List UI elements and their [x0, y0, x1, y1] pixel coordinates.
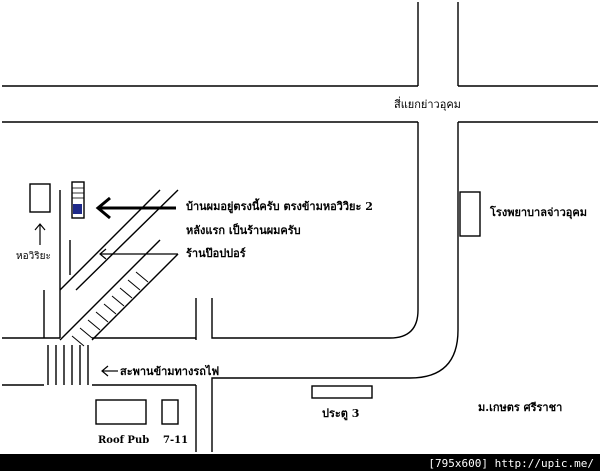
watermark: [795x600] http://upic.me/ — [426, 457, 596, 470]
diagonal-road-c — [59, 239, 161, 341]
hospital-label: โรงพยาบาลจ่าวอุคม — [490, 206, 587, 219]
home-note-line2: หลังแรก เป็นร้านผมครับ — [186, 224, 301, 237]
overpass-bridge — [47, 345, 89, 385]
hospital-building — [459, 191, 481, 237]
arrows — [34, 196, 178, 377]
seven-eleven-building — [161, 399, 179, 425]
railway-ties — [71, 271, 149, 347]
south-road-inner-edge — [211, 122, 419, 339]
dorm-label: หอวิริยะ — [16, 251, 51, 262]
university-label: ม.เกษตร ศรีราชา — [478, 401, 563, 414]
home-building-stripes — [72, 187, 84, 199]
junction-label: สี่แยกย่าวอุคม — [394, 98, 461, 111]
buildings — [29, 181, 481, 425]
shop-label: ร้านป๊อปปอร์ — [186, 247, 246, 260]
shop-arrow — [99, 248, 178, 260]
home-note-line1: บ้านผมอยู่ตรงนี้ครับ ตรงข้ามหอวิวิยะ 2 — [186, 200, 373, 213]
gate-label: ประตู 3 — [322, 407, 360, 420]
dorm-building — [29, 183, 51, 213]
south-road-outer-edge — [211, 122, 459, 452]
home-marker — [73, 204, 82, 214]
diagonal-road-d — [91, 253, 179, 341]
dorm-arrow — [34, 223, 46, 245]
roof-pub-building — [95, 399, 147, 425]
crossing-arrow — [101, 365, 118, 377]
gate-3-building — [311, 385, 373, 399]
home-arrow — [95, 196, 176, 220]
roof-pub-label: Roof Pub — [98, 435, 150, 446]
seven-eleven-label: 7-11 — [163, 435, 189, 446]
crossing-label: สะพานข้ามทางรถไฟ — [120, 365, 220, 378]
